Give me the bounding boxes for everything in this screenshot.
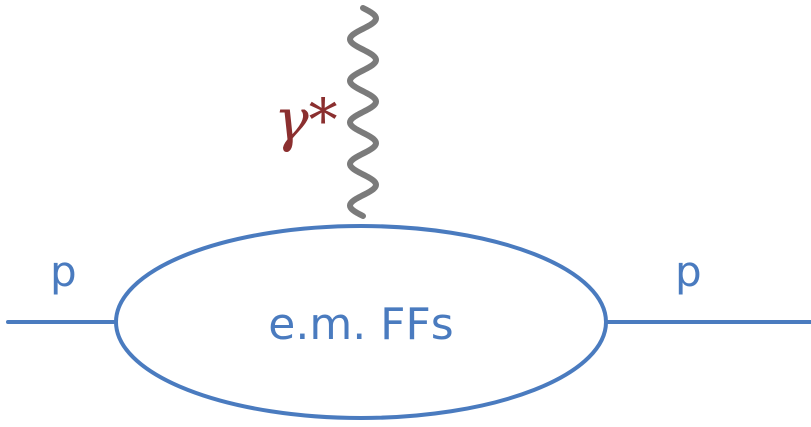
form-factor-blob <box>114 224 608 420</box>
photon-label: γ* <box>274 86 338 154</box>
blob-label: e.m. FFs <box>268 299 453 350</box>
outgoing-proton-label: p <box>675 247 702 296</box>
incoming-proton-label: p <box>50 247 77 296</box>
virtual-photon-line <box>347 5 379 219</box>
